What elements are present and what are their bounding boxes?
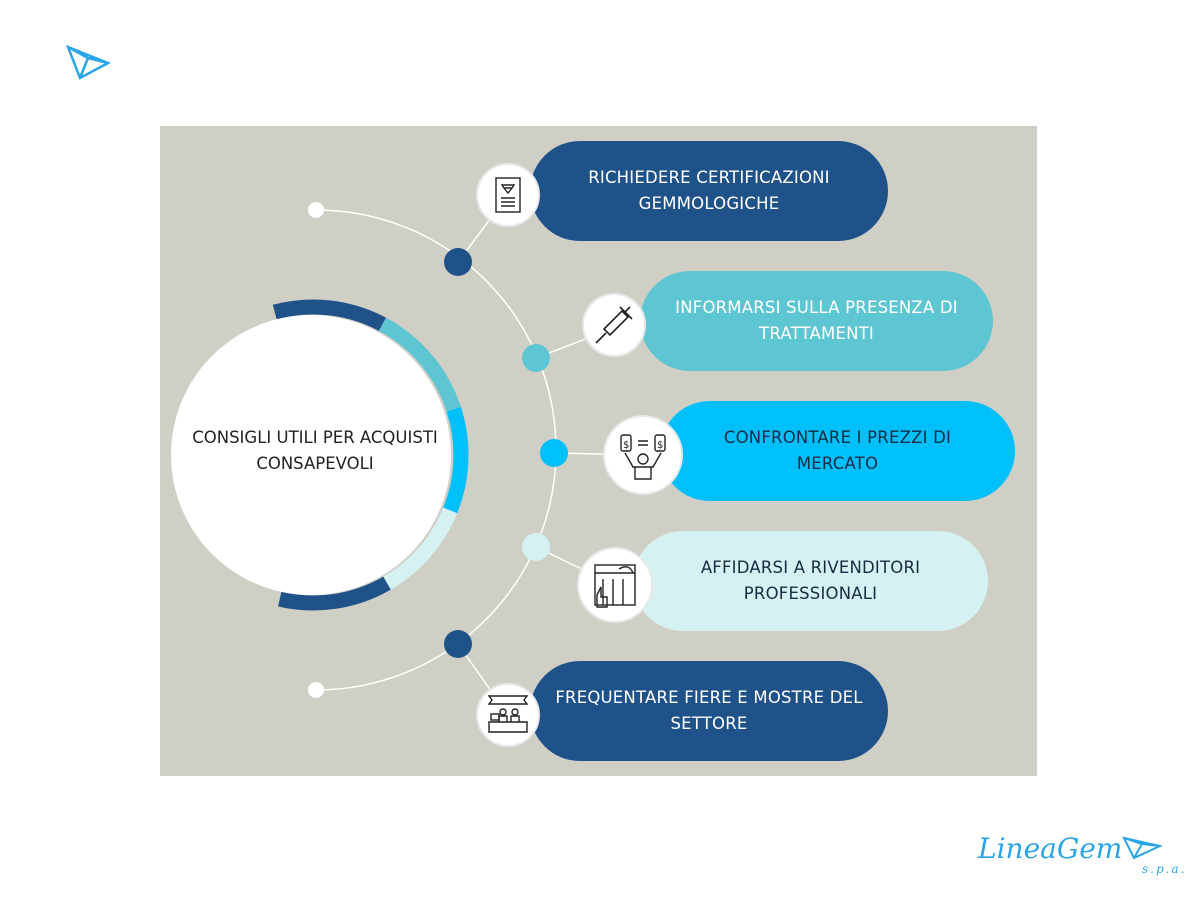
ring-segment-1 — [272, 299, 387, 332]
step-label: RICHIEDERE CERTIFICAZIONI GEMMOLOGICHE — [588, 168, 830, 213]
center-circle — [171, 315, 451, 595]
certificate-icon — [476, 163, 540, 227]
dealer-icon — [577, 547, 653, 623]
step-label: CONFRONTARE I PREZZI DI MERCATO — [723, 428, 952, 473]
step-dot-1 — [444, 248, 472, 276]
step-dot-2 — [522, 344, 550, 372]
brand-logo: LineaGem — [978, 832, 1164, 865]
ring-segment-5 — [278, 576, 391, 611]
svg-text:$: $ — [623, 440, 629, 451]
step-pill-4: AFFIDARSI A RIVENDITORI PROFESSIONALI — [633, 531, 988, 631]
syringe-icon — [582, 293, 646, 357]
svg-text:$: $ — [657, 440, 663, 451]
step-label: INFORMARSI SULLA PRESENZA DI TRATTAMENTI — [675, 298, 958, 343]
diamond-logo-icon — [65, 44, 111, 80]
step-dot-3 — [540, 439, 568, 467]
brand-suffix: s.p.a. — [1142, 862, 1187, 876]
step-label: AFFIDARSI A RIVENDITORI PROFESSIONALI — [700, 558, 921, 603]
arc-endpoint-dot — [308, 202, 324, 218]
step-pill-3: CONFRONTARE I PREZZI DI MERCATO — [660, 401, 1015, 501]
ring-segment-2 — [378, 317, 461, 412]
center-title: CONSIGLI UTILI PER ACQUISTI CONSAPEVOLI — [192, 428, 438, 473]
step-pill-1: RICHIEDERE CERTIFICAZIONI GEMMOLOGICHE — [530, 141, 888, 241]
ring-segment-3 — [443, 406, 469, 514]
fair-booth-icon — [476, 683, 540, 747]
brand-name: LineaGem — [978, 832, 1123, 865]
arc-endpoint-dot — [308, 682, 324, 698]
step-dot-5 — [444, 630, 472, 658]
step-label: FREQUENTARE FIERE E MOSTRE DEL SETTORE — [555, 688, 863, 733]
step-pill-2: INFORMARSI SULLA PRESENZA DI TRATTAMENTI — [640, 271, 993, 371]
diamond-logo-icon — [1122, 836, 1164, 860]
ring-segment-4 — [383, 507, 458, 590]
price-compare-icon: $$ — [603, 415, 683, 495]
step-dot-4 — [522, 533, 550, 561]
step-pill-5: FREQUENTARE FIERE E MOSTRE DEL SETTORE — [530, 661, 888, 761]
